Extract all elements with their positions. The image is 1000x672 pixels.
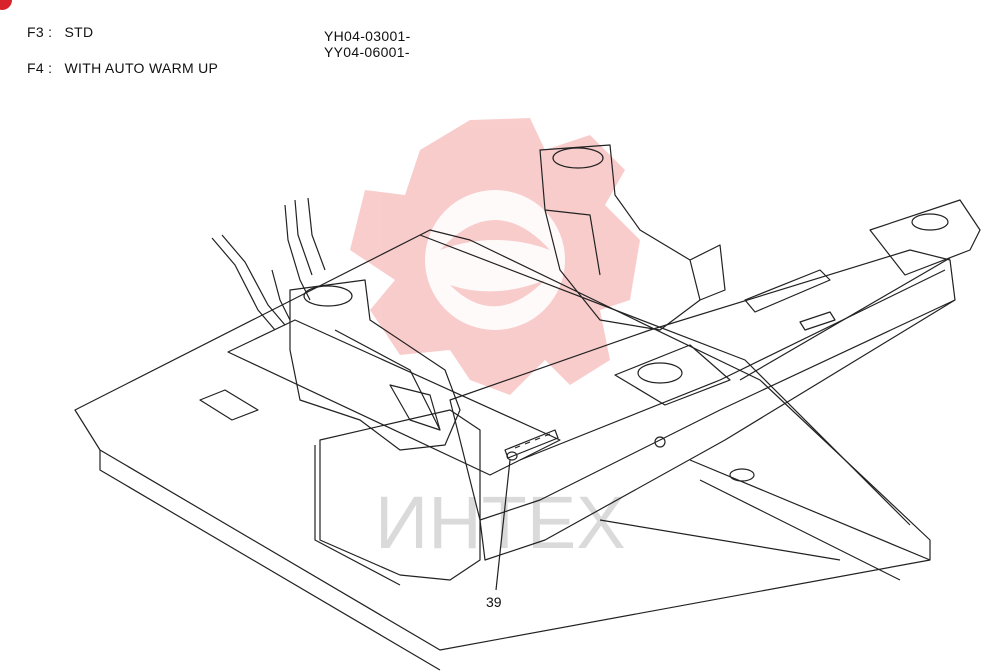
callout-39-leader	[495, 459, 511, 591]
base-plate	[74, 229, 931, 651]
note-f4: F4 : WITH AUTO WARM UP	[27, 60, 218, 76]
note-f4-code: F4 :	[27, 60, 53, 76]
note-f3-code: F3 :	[27, 24, 53, 40]
serial-range-2: YY04-06001-	[324, 44, 410, 60]
note-f3-text: STD	[64, 24, 94, 40]
frame-lines	[74, 144, 981, 671]
watermark-logo	[350, 118, 640, 395]
callout-39: 39	[486, 594, 502, 610]
left-bracket	[319, 409, 481, 581]
lever-left	[211, 237, 276, 331]
note-f3: F3 : STD	[27, 24, 93, 40]
page-marker-badge	[0, 0, 12, 10]
watermark-gear	[350, 118, 640, 395]
note-f4-text: WITH AUTO WARM UP	[64, 60, 219, 76]
serial-range-1: YH04-03001-	[324, 28, 411, 44]
left-tower	[289, 279, 461, 451]
